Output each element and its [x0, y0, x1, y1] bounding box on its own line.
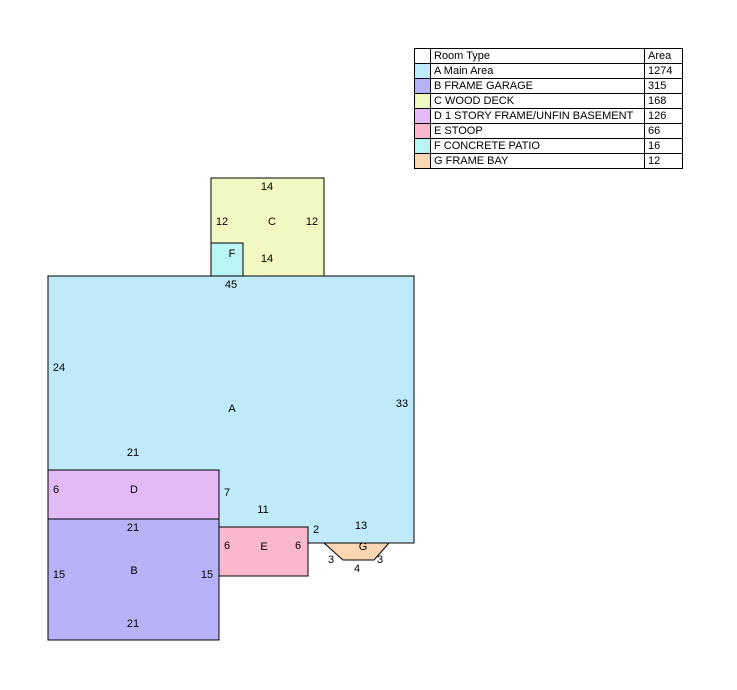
dim-d-left: 6 — [53, 484, 59, 496]
room-b-frame-garage — [47, 518, 220, 641]
room-label-a: A — [228, 403, 236, 415]
room-label-d: D — [130, 484, 138, 496]
dim-b-left: 15 — [53, 569, 65, 581]
dim-a-lower: 21 — [127, 447, 139, 459]
dim-b-right: 15 — [201, 569, 213, 581]
legend-row: G FRAME BAY 12 — [414, 153, 683, 169]
dim-a-top: 45 — [225, 279, 237, 291]
legend-swatch — [414, 123, 431, 139]
legend-area: 126 — [644, 108, 683, 124]
legend-area: 315 — [644, 78, 683, 94]
legend-area: 12 — [644, 153, 683, 169]
legend-area: 66 — [644, 123, 683, 139]
legend-header-area: Area — [644, 48, 683, 64]
dim-e-left: 6 — [224, 540, 230, 552]
dim-c-top: 14 — [261, 181, 273, 193]
legend-swatch — [414, 138, 431, 154]
dim-c-right: 12 — [306, 216, 318, 228]
legend-room-type: E STOOP — [430, 123, 645, 139]
legend-area: 1274 — [644, 63, 683, 79]
dim-b-top: 21 — [127, 522, 139, 534]
legend-swatch — [414, 153, 431, 169]
dim-g-left: 3 — [328, 554, 334, 566]
room-e-stoop — [218, 526, 309, 577]
room-label-e: E — [260, 541, 267, 553]
dim-d-right: 7 — [224, 487, 230, 499]
room-type-legend: Room Type Area A Main Area 1274 B FRAME … — [414, 48, 683, 169]
room-label-c: C — [268, 216, 276, 228]
legend-header-row: Room Type Area — [414, 48, 683, 64]
legend-room-type: D 1 STORY FRAME/UNFIN BASEMENT — [430, 108, 645, 124]
legend-room-type: B FRAME GARAGE — [430, 78, 645, 94]
dim-c-bottom: 14 — [261, 253, 273, 265]
room-label-f: F — [229, 248, 236, 260]
legend-row: E STOOP 66 — [414, 123, 683, 139]
legend-room-type: F CONCRETE PATIO — [430, 138, 645, 154]
legend-room-type: C WOOD DECK — [430, 93, 645, 109]
legend-row: A Main Area 1274 — [414, 63, 683, 79]
dim-a-left: 24 — [53, 362, 65, 374]
legend-header-room-type: Room Type — [430, 48, 645, 64]
legend-swatch — [414, 108, 431, 124]
room-g-frame-bay — [322, 542, 391, 561]
dim-g-bottom: 4 — [354, 563, 360, 575]
legend-row: C WOOD DECK 168 — [414, 93, 683, 109]
dim-b-bottom: 21 — [127, 618, 139, 630]
legend-swatch-header — [414, 48, 431, 64]
legend-area: 168 — [644, 93, 683, 109]
room-label-g: G — [359, 541, 368, 553]
legend-row: B FRAME GARAGE 315 — [414, 78, 683, 94]
dim-a-bottom: 11 — [257, 504, 268, 516]
legend-swatch — [414, 63, 431, 79]
legend-swatch — [414, 78, 431, 94]
room-f-concrete-patio — [210, 242, 244, 277]
room-label-b: B — [130, 565, 137, 577]
dim-g-right: 3 — [377, 554, 383, 566]
dim-c-left: 12 — [216, 216, 228, 228]
legend-area: 16 — [644, 138, 683, 154]
legend-row: F CONCRETE PATIO 16 — [414, 138, 683, 154]
legend-room-type: A Main Area — [430, 63, 645, 79]
legend-row: D 1 STORY FRAME/UNFIN BASEMENT 126 — [414, 108, 683, 124]
dim-e-gap: 2 — [313, 524, 319, 536]
room-d-1-story-frame — [47, 469, 220, 520]
legend-room-type: G FRAME BAY — [430, 153, 645, 169]
dim-a-right: 33 — [396, 398, 408, 410]
dim-e-right: 6 — [295, 540, 301, 552]
dim-a-bottom-right: 13 — [355, 520, 367, 532]
legend-swatch — [414, 93, 431, 109]
